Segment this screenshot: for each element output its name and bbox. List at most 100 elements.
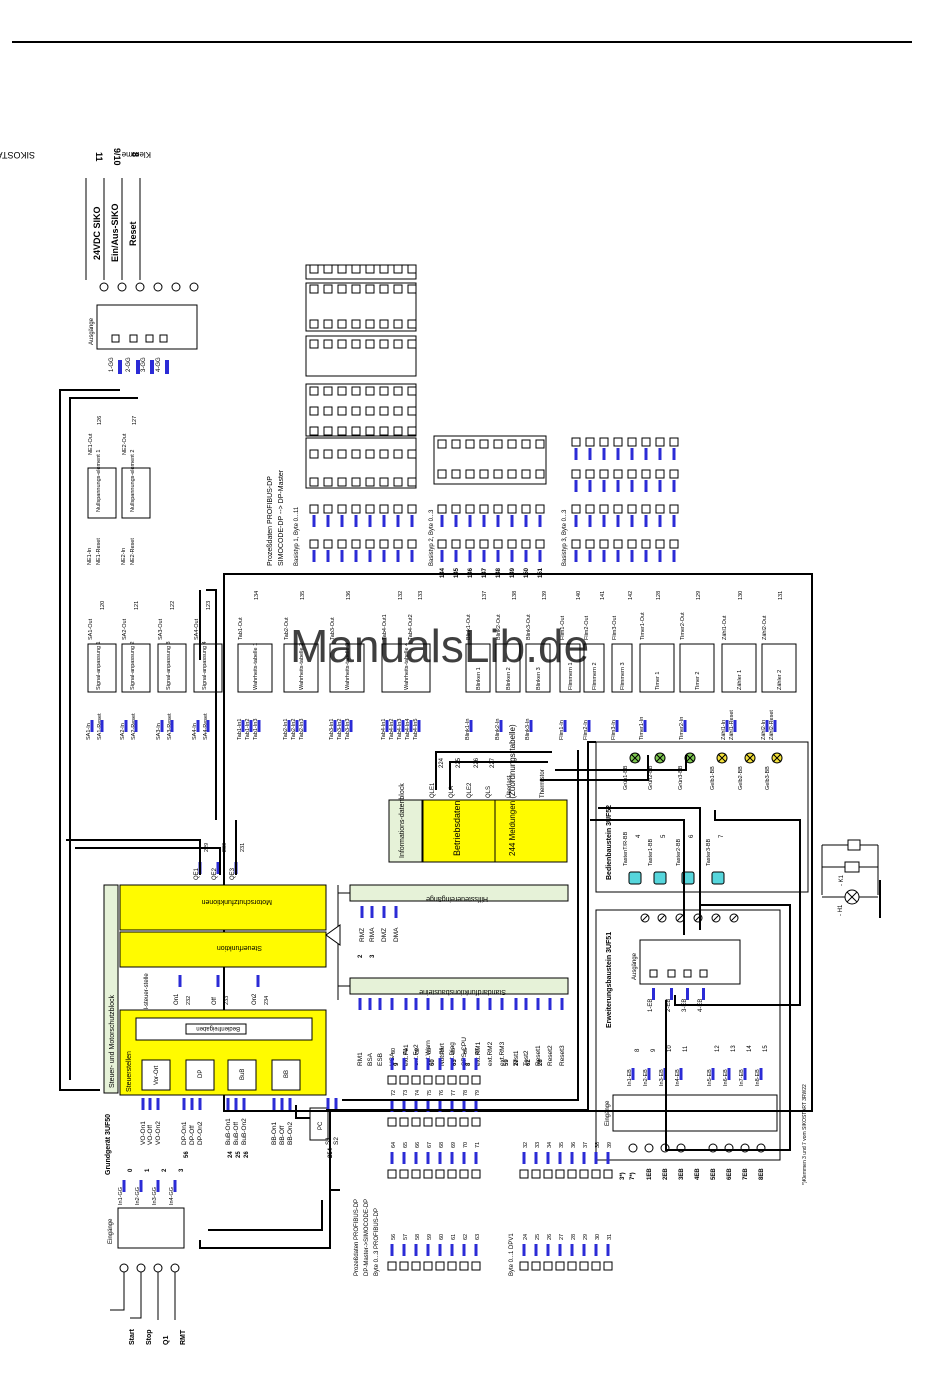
dp-bit-box [393, 426, 403, 436]
dp-bit-pin [672, 448, 676, 460]
thermistor: Thermistor [540, 769, 546, 798]
pb-box [435, 1075, 445, 1085]
pb-box [567, 1261, 577, 1271]
fn-in-4-5: Tab4-In5 [413, 719, 419, 740]
relay-k1: - K1 [839, 874, 845, 886]
bedienfreigaben: Bedienfreigaben [196, 1025, 240, 1031]
pb-pin [594, 1152, 598, 1164]
watermark: ManualsLib.de [290, 620, 589, 672]
dp-bit-box [337, 449, 347, 459]
std-pin [524, 998, 528, 1010]
std-pin [450, 998, 454, 1010]
dp-bit-pin [354, 550, 358, 562]
std-label-14: Test1 [513, 1050, 520, 1066]
dp-bit-pin [340, 515, 344, 527]
pb-num-col4-6: 85 [451, 1048, 457, 1054]
gg-output-4: 4-GG [156, 357, 162, 372]
dp-bit-box [309, 477, 319, 487]
dp-bit-box [407, 426, 417, 436]
dp-bit-box [599, 539, 609, 549]
prozess-bottom-labels: Prozeßdaten PROFIBUS-DP DP-Master->SIMOC… [354, 1199, 515, 1276]
station-bub: BuB [240, 1069, 246, 1080]
pb-num-col4-7: 86 [463, 1048, 469, 1054]
fn-in-pin [563, 720, 567, 732]
dp-bit-pin [524, 515, 528, 527]
dp-bit-box [507, 439, 517, 449]
on-pin [256, 975, 260, 987]
fn-in-4-3: Tab4-In3 [397, 719, 403, 740]
on-output-1: On1 [174, 993, 180, 1005]
meldungen: 244 Meldungen (Zuordnungs-tabelle) [508, 724, 517, 856]
pb-pin [474, 1244, 478, 1256]
fn-num-7: 139 [542, 591, 548, 600]
fn-in-pin [615, 720, 619, 732]
dp-bit-box [323, 386, 333, 396]
pb-pin [438, 1100, 442, 1112]
dp-bit-box [351, 504, 361, 514]
dp-bit-pin [574, 550, 578, 562]
erw-in-4: In4-EB [675, 1069, 681, 1086]
dp-bit-box [309, 426, 319, 436]
ein-input-2: In2-GG [135, 1187, 141, 1205]
ueberlast: Überlast [506, 775, 513, 798]
dp-bit-pin [382, 515, 386, 527]
erw-in-pin [631, 1068, 635, 1080]
dp-bit-box [337, 339, 347, 349]
dp-bit-box [599, 437, 609, 447]
fn-in-pin [303, 720, 307, 732]
dp-bit-box [379, 539, 389, 549]
eingaenge-title: Eingänge [108, 1218, 114, 1244]
sa-num-1: 120 [100, 601, 106, 610]
qle2: QLE2 [467, 782, 473, 798]
dp-bit-box [407, 504, 417, 514]
qle-num-1: 224 [439, 757, 445, 768]
pb-num-col5-4: 27 [559, 1234, 565, 1240]
erw-out-2: 2-EB [666, 999, 672, 1012]
fn-block-8 [559, 643, 581, 693]
erw-num-1: 8 [635, 1048, 641, 1052]
pb-pin [450, 1152, 454, 1164]
dp-bit-box [323, 319, 333, 329]
qla: QLA [449, 786, 455, 798]
sa-reset-1: SA1-Reset [97, 713, 103, 740]
siko-klemme-2: 9/10 [112, 148, 122, 166]
pb-box [603, 1169, 613, 1179]
dp-bit-pin [630, 515, 634, 527]
fn-in-pin [733, 720, 737, 732]
dp-bit-box [351, 319, 361, 329]
led-cross-6 [772, 753, 782, 763]
pb-num-col3-8: 79 [475, 1090, 481, 1096]
pb-pin [426, 1152, 430, 1164]
pb-num-col3-1: 72 [391, 1090, 397, 1096]
sa-block-1 [87, 643, 117, 693]
sa-name-2: Signal-anpassung 2 [130, 641, 136, 690]
pb-num-col5-7: 30 [595, 1234, 601, 1240]
motorschutz: Motorschutzfunktionen [201, 898, 272, 905]
sa-reset-pin [170, 720, 174, 732]
siko-klemme-3: 8 [130, 152, 140, 157]
pb-pin [534, 1152, 538, 1164]
fn-num-4: 132 [398, 591, 404, 600]
dp-bit-box [507, 469, 517, 479]
pb-num-col6-4: 35 [559, 1142, 565, 1148]
dp-bit-box [365, 319, 375, 329]
erw-in-pin [759, 1068, 763, 1080]
left-label-3: VO-On2 [155, 1121, 162, 1145]
std-label-15: Test2 [523, 1050, 530, 1066]
fn-out-8: Flim1-Out [560, 615, 566, 640]
pb-pin [390, 1100, 394, 1112]
dp-bit-box [451, 439, 461, 449]
steuerfunktion: Steuerfunktion [217, 944, 262, 951]
erw-bottom-9: 7EB [743, 1168, 749, 1180]
dp-bit-pin [644, 550, 648, 562]
fn-in-2-2: Tab2-In2 [291, 719, 297, 740]
left-pin [148, 1098, 152, 1110]
pb-num-col2-8: 71 [475, 1142, 481, 1148]
pb-num-col5-6: 29 [583, 1234, 589, 1240]
dp-bit-box [323, 264, 333, 274]
dp-bit-pin [538, 550, 542, 562]
pb-pin [474, 1058, 478, 1070]
fn-in-pin [333, 720, 337, 732]
pb-pin [426, 1100, 430, 1112]
